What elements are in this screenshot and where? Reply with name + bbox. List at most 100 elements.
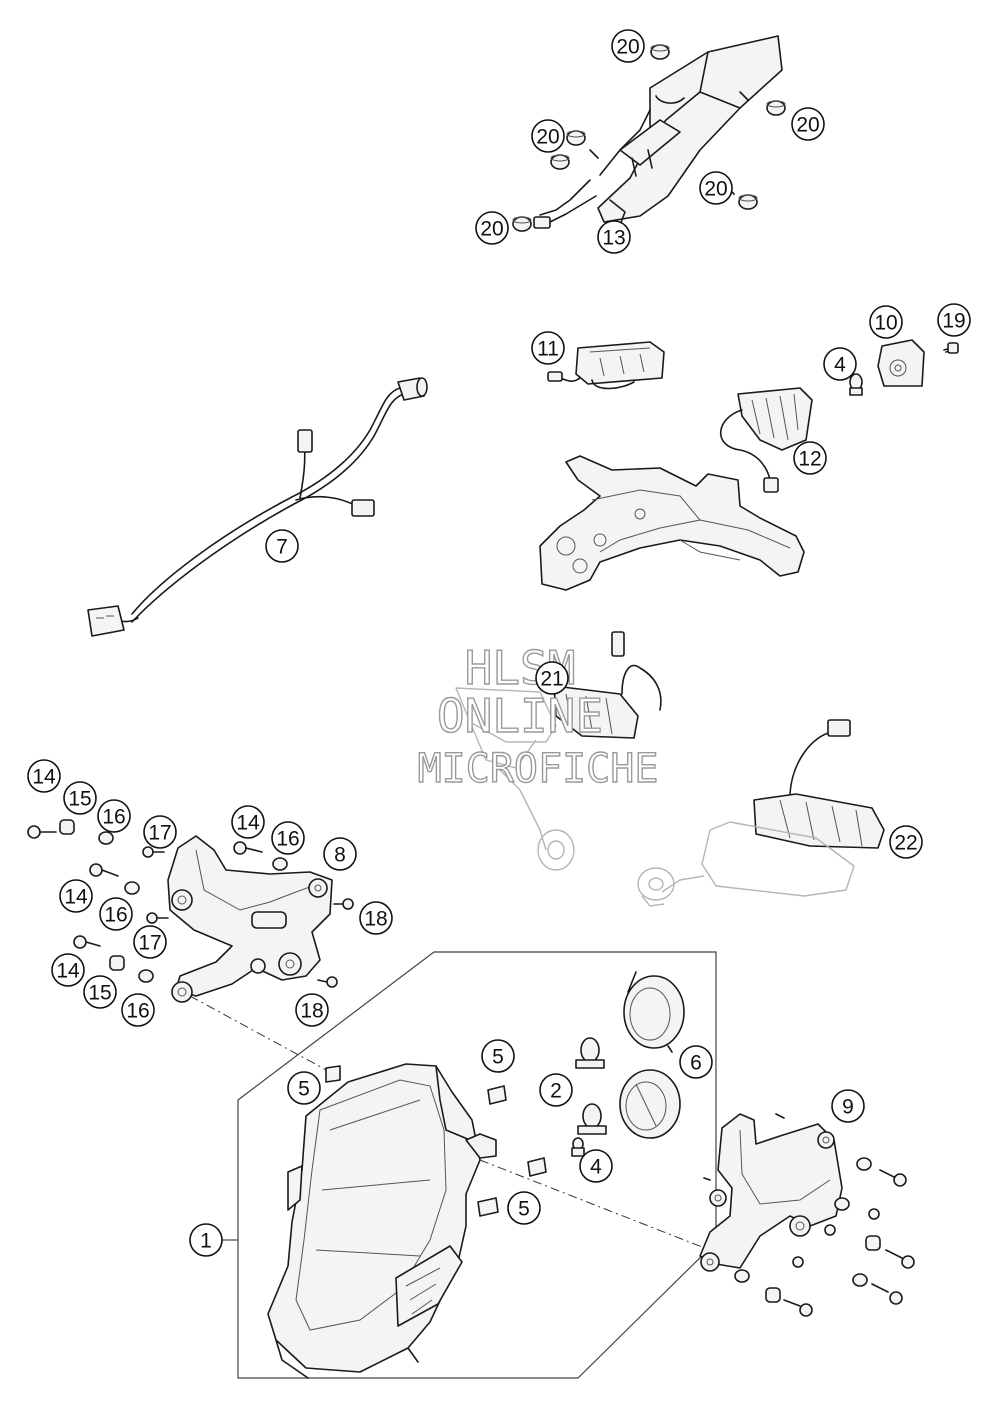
dust-cap-group (619, 971, 685, 1139)
callout-label: 19 (942, 310, 965, 333)
callout-18: 18 (295, 993, 329, 1027)
callout-label: 22 (894, 832, 917, 855)
callout-4: 4 (579, 1149, 613, 1183)
washer (138, 969, 154, 983)
callout-13: 13 (597, 220, 631, 254)
license-plate-light (547, 341, 665, 390)
watermark: HLSM ONLINE MICROFICHE (417, 640, 659, 792)
headlight-bulb (577, 1103, 607, 1135)
rear-fender-assembly (533, 35, 783, 229)
callout-label: 18 (364, 908, 387, 931)
bolt (871, 1283, 903, 1305)
watermark-line-2: ONLINE (437, 689, 603, 743)
callout-label: 1 (200, 1230, 212, 1253)
spacer (865, 1235, 881, 1251)
bolt (89, 863, 119, 877)
dust-cap (623, 971, 685, 1053)
callout-11: 11 (531, 331, 565, 365)
callout-label: 9 (842, 1096, 854, 1119)
callout-label: 16 (104, 904, 127, 927)
bolt (885, 1249, 915, 1269)
callout-label: 5 (492, 1046, 504, 1069)
screw (792, 1256, 804, 1268)
callout-label: 20 (616, 36, 639, 59)
callout-4: 4 (823, 347, 857, 381)
washer (852, 1273, 868, 1287)
callout-5: 5 (287, 1071, 321, 1105)
screw (146, 912, 169, 924)
grommet (738, 194, 758, 210)
callout-label: 4 (590, 1156, 602, 1179)
screw (824, 1224, 836, 1236)
headlight-bulb (575, 1037, 605, 1069)
washer (124, 881, 140, 895)
headlight-bracket-upper (167, 835, 333, 1003)
washer (834, 1197, 850, 1211)
callout-14: 14 (59, 879, 93, 913)
bulb-group (571, 1037, 607, 1157)
callout-16: 16 (99, 897, 133, 931)
callout-label: 20 (536, 126, 559, 149)
callout-label: 14 (32, 766, 56, 789)
callout-20: 20 (531, 119, 565, 153)
callout-18: 18 (359, 901, 393, 935)
callout-5: 5 (481, 1039, 515, 1073)
screw (333, 898, 354, 910)
dust-cap (619, 1069, 681, 1139)
callout-10: 10 (869, 305, 903, 339)
callout-label: 14 (236, 812, 260, 835)
grommet-group (512, 44, 786, 232)
callout-17: 17 (133, 925, 167, 959)
bolt (233, 841, 263, 855)
callout-16: 16 (97, 799, 131, 833)
screw (317, 976, 338, 988)
grommet (650, 44, 670, 60)
callout-label: 21 (540, 668, 563, 691)
callout-label: 6 (690, 1052, 702, 1075)
tail-light (719, 387, 813, 493)
bolts-left-group (27, 819, 354, 988)
callout-label: 16 (102, 806, 125, 829)
callout-label: 20 (704, 178, 727, 201)
callout-label: 15 (68, 788, 91, 811)
callout-17: 17 (143, 815, 177, 849)
turn-signal-front-right (637, 821, 855, 907)
callout-label: 17 (138, 932, 161, 955)
bolts-right-group (734, 1157, 915, 1317)
callout-6: 6 (679, 1045, 713, 1079)
callout-label: 8 (334, 844, 346, 867)
callout-15: 15 (63, 781, 97, 815)
screw (868, 1208, 880, 1220)
callout-2: 2 (539, 1073, 573, 1107)
headlight-assembly (267, 1063, 497, 1379)
callout-16: 16 (121, 993, 155, 1027)
bulb (849, 373, 863, 396)
grommet (550, 154, 570, 170)
clip (527, 1157, 547, 1177)
screw (142, 846, 165, 858)
turn-signal-lamp-22 (753, 719, 885, 849)
washer (272, 857, 288, 871)
callout-label: 12 (798, 448, 821, 471)
callout-14: 14 (27, 759, 61, 793)
callout-label: 5 (518, 1198, 530, 1221)
callout-label: 10 (874, 312, 897, 335)
callout-16: 16 (271, 821, 305, 855)
grommet (512, 216, 532, 232)
callout-label: 7 (276, 536, 288, 559)
callout-label: 15 (88, 982, 111, 1005)
callout-7: 7 (265, 529, 299, 563)
callout-label: 20 (480, 218, 503, 241)
washer (734, 1269, 750, 1283)
turn-signal-lamp-21 (553, 631, 662, 739)
callout-label: 17 (148, 822, 171, 845)
assembly-line (479, 1159, 721, 1255)
callout-14: 14 (231, 805, 265, 839)
wiring-harness (87, 377, 428, 637)
washer (856, 1157, 872, 1171)
callout-label: 20 (796, 114, 819, 137)
assembly-line (189, 995, 331, 1073)
clip (477, 1197, 499, 1217)
